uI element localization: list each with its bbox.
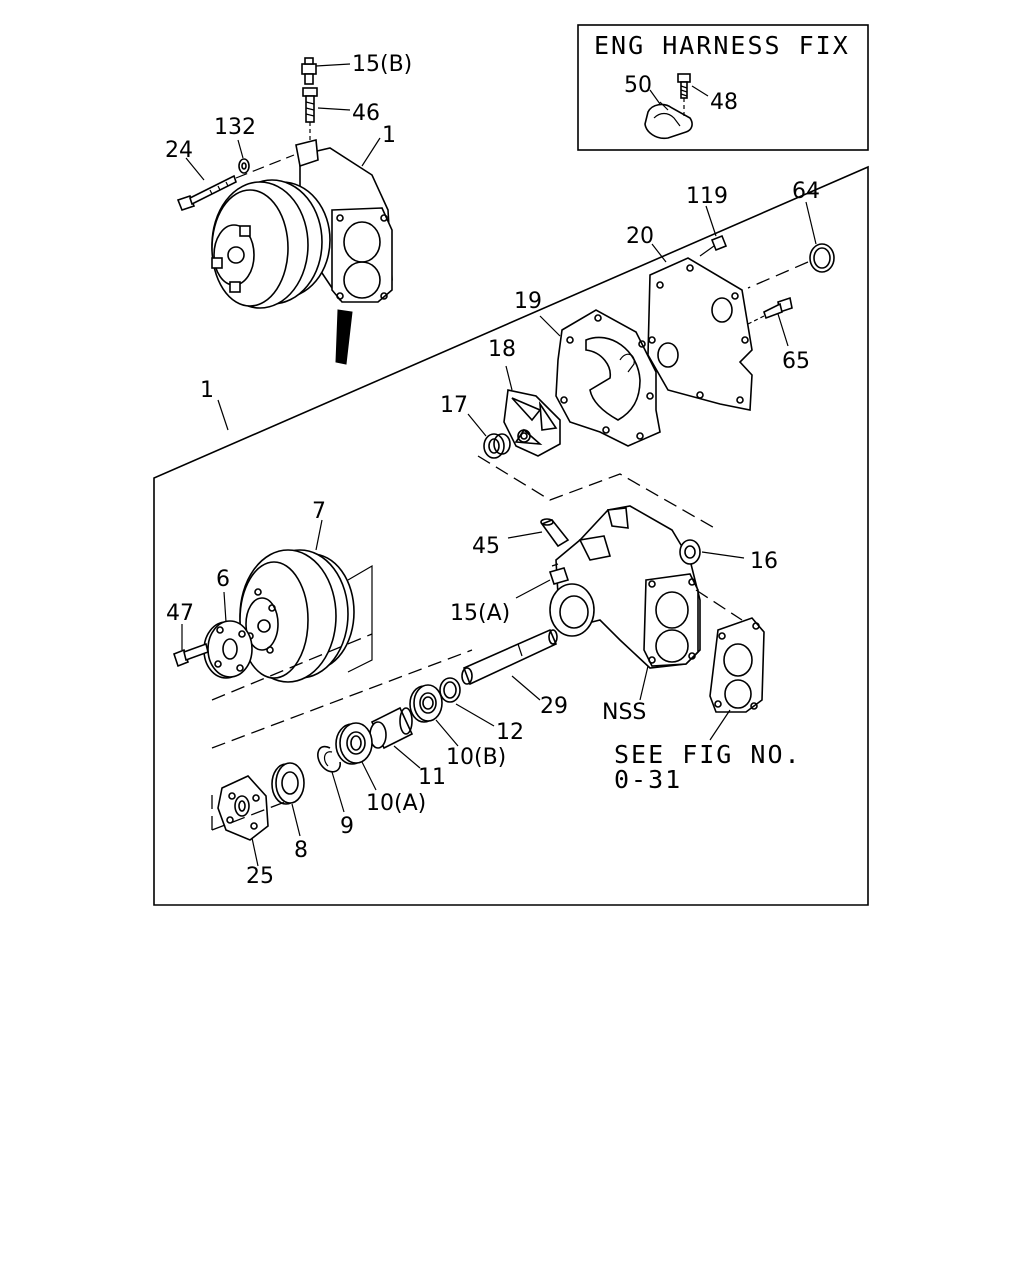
part-10a-bearing bbox=[335, 722, 377, 791]
part-8-seal bbox=[271, 762, 305, 837]
pump-housing bbox=[549, 505, 701, 701]
label-10a: 10(A) bbox=[366, 791, 426, 816]
label-45: 45 bbox=[472, 534, 500, 559]
label-18: 18 bbox=[488, 337, 516, 362]
housing-gasket bbox=[695, 589, 765, 741]
part-46-bolt bbox=[302, 87, 351, 140]
label-10b: 10(B) bbox=[446, 745, 506, 770]
part-16-bearing bbox=[679, 539, 745, 565]
label-64: 64 bbox=[792, 179, 820, 204]
pointer-arrow bbox=[335, 309, 353, 365]
part-64-oring bbox=[747, 201, 835, 289]
part-29-shaft bbox=[461, 628, 558, 701]
part-47-bolt bbox=[173, 624, 209, 668]
part-119-bolt bbox=[699, 205, 728, 257]
label-46: 46 bbox=[352, 101, 380, 126]
label-15b: 15(B) bbox=[352, 52, 412, 77]
harness-clip-part bbox=[644, 101, 693, 140]
harness-fix-box: ENG HARNESS FIX 50 48 bbox=[577, 24, 869, 151]
part-20-cover-plate bbox=[647, 243, 753, 411]
label-48: 48 bbox=[710, 90, 738, 115]
label-nss: NSS bbox=[602, 700, 646, 725]
part-9-snap-ring bbox=[317, 745, 345, 813]
harness-box-title: ENG HARNESS FIX bbox=[594, 31, 850, 60]
label-65: 65 bbox=[782, 349, 810, 374]
part-12-washer bbox=[439, 677, 495, 727]
label-6: 6 bbox=[216, 567, 230, 592]
label-50: 50 bbox=[624, 73, 652, 98]
label-1-top: 1 bbox=[382, 123, 396, 148]
part-24-bolt bbox=[176, 154, 295, 211]
label-12: 12 bbox=[496, 720, 524, 745]
part-11-spacer bbox=[369, 706, 421, 769]
label-20: 20 bbox=[626, 224, 654, 249]
part-15b-stud bbox=[301, 57, 351, 85]
label-17: 17 bbox=[440, 393, 468, 418]
part-18-impeller bbox=[503, 365, 561, 457]
label-11: 11 bbox=[418, 765, 446, 790]
harness-bolt-part bbox=[677, 73, 691, 116]
exploded-view-frame bbox=[153, 165, 869, 906]
label-24: 24 bbox=[165, 138, 193, 163]
label-15a: 15(A) bbox=[450, 601, 510, 626]
part-17-seal bbox=[467, 413, 511, 459]
see-fig-note-line1: SEE FIG NO. bbox=[614, 740, 802, 769]
label-9: 9 bbox=[340, 814, 354, 839]
part-65-bolt bbox=[747, 296, 793, 347]
see-fig-note-line2: 0-31 bbox=[614, 765, 682, 794]
part-7-pulley bbox=[239, 519, 373, 683]
part-25-hub bbox=[217, 775, 269, 867]
assembled-water-pump bbox=[211, 138, 393, 365]
label-25: 25 bbox=[246, 864, 274, 889]
label-132: 132 bbox=[214, 115, 256, 140]
label-8: 8 bbox=[294, 838, 308, 863]
part-10b-bearing bbox=[409, 684, 459, 747]
label-1-main: 1 bbox=[200, 378, 214, 403]
label-7: 7 bbox=[312, 499, 326, 524]
part-15a-stud bbox=[515, 563, 570, 599]
label-119: 119 bbox=[686, 184, 728, 209]
part-45-pipe bbox=[507, 518, 570, 548]
label-29: 29 bbox=[540, 694, 568, 719]
label-16: 16 bbox=[750, 549, 778, 574]
label-47: 47 bbox=[166, 601, 194, 626]
part-19-gasket bbox=[539, 309, 661, 447]
part-132-washer bbox=[237, 139, 250, 174]
harness-box-frame bbox=[577, 24, 869, 151]
label-19: 19 bbox=[514, 289, 542, 314]
